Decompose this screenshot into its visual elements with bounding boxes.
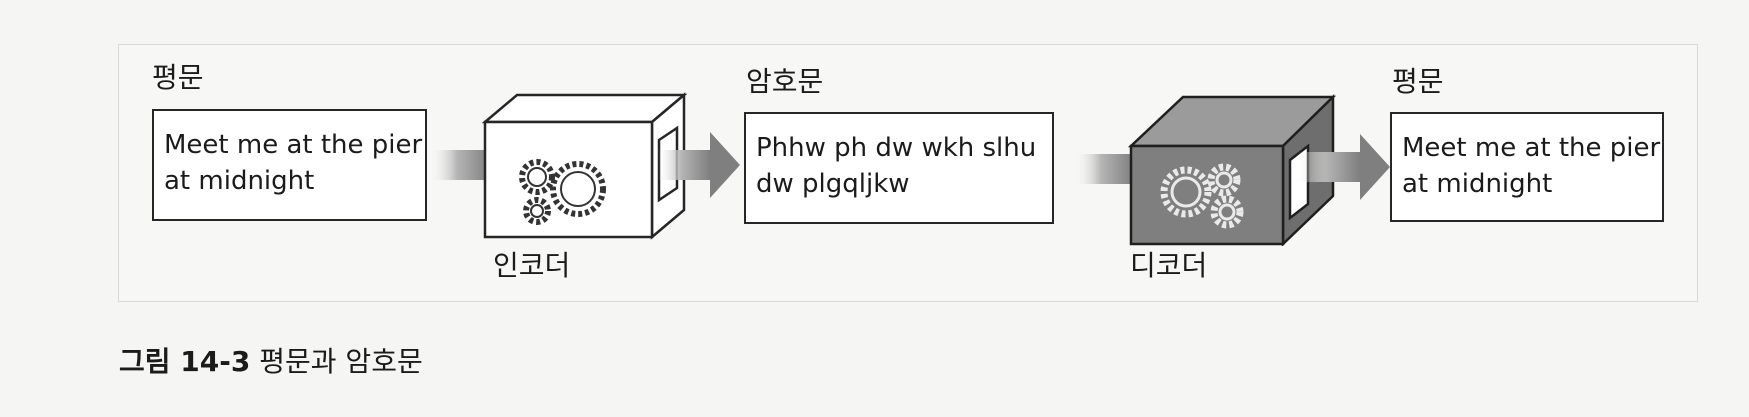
- plaintext-input-label: 평문: [152, 61, 204, 94]
- plaintext-input-line: at midnight: [164, 166, 315, 196]
- ciphertext-label: 암호문: [746, 65, 824, 98]
- decoder-gears-icon: [1160, 163, 1244, 229]
- plaintext-output-box: Meet me at the pier at midnight: [1390, 112, 1664, 222]
- decoder-label: 디코더: [1130, 249, 1208, 282]
- encoder-gears-icon: [519, 159, 606, 225]
- plaintext-output-line: Meet me at the pier: [1402, 133, 1661, 163]
- ciphertext-box: Phhw ph dw wkh slhu dw plgqljkw: [744, 112, 1054, 224]
- arrow-to-decoder-icon: [1075, 154, 1133, 184]
- figure-caption-text: 평문과 암호문: [259, 345, 423, 378]
- plaintext-input-box: Meet me at the pier at midnight: [152, 109, 427, 221]
- figure-number: 그림 14-3: [119, 345, 251, 378]
- plaintext-output-line: at midnight: [1402, 169, 1553, 199]
- arrow-to-encoder-icon: [430, 150, 490, 180]
- plaintext-output-label: 평문: [1392, 65, 1444, 98]
- arrow-from-decoder-icon: [1298, 134, 1390, 200]
- encoder-label: 인코더: [493, 249, 571, 282]
- ciphertext-line: Phhw ph dw wkh slhu: [756, 133, 1037, 163]
- figure-caption: 그림 14-3 평문과 암호문: [119, 345, 423, 379]
- plaintext-input-line: Meet me at the pier: [164, 130, 423, 160]
- encoder-cube-icon: [482, 92, 688, 240]
- ciphertext-line: dw plgqljkw: [756, 169, 910, 199]
- arrow-from-encoder-icon: [658, 132, 740, 198]
